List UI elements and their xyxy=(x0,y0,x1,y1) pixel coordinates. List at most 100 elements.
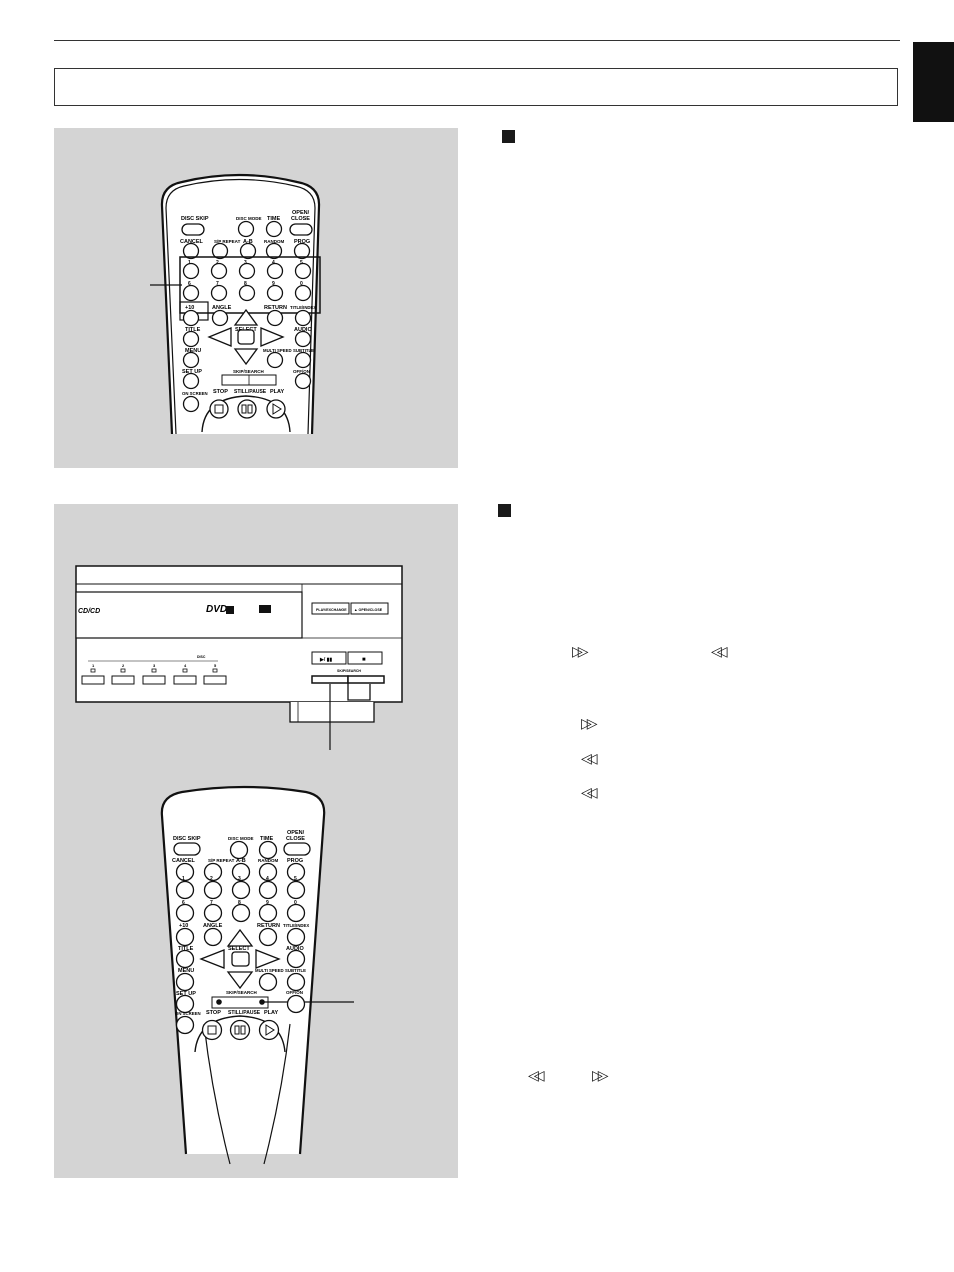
disc-3-button[interactable] xyxy=(142,675,166,685)
stop-button[interactable] xyxy=(209,399,229,419)
digit-4-button[interactable] xyxy=(258,880,278,900)
digit-8-button[interactable] xyxy=(238,284,256,302)
menu-label: MENU xyxy=(185,348,201,354)
disc-4-button[interactable] xyxy=(173,675,197,685)
digit-0-button[interactable] xyxy=(294,284,312,302)
play-button[interactable] xyxy=(258,1019,280,1041)
a-b-button[interactable] xyxy=(231,862,251,882)
set-up-button[interactable] xyxy=(182,372,200,390)
disc-skip-button[interactable] xyxy=(173,842,201,856)
plus10-button[interactable] xyxy=(175,927,195,947)
still-pause-label-player: ▶/ ▮▮ xyxy=(319,657,332,663)
title-index-button[interactable] xyxy=(286,927,306,947)
digit-3-button[interactable] xyxy=(238,262,256,280)
disc-2-button[interactable] xyxy=(111,675,135,685)
digit-1-button[interactable] xyxy=(182,262,200,280)
digit-4-button[interactable] xyxy=(266,262,284,280)
time-button[interactable] xyxy=(258,840,278,860)
menu-button[interactable] xyxy=(182,351,200,369)
cursor-right-button[interactable] xyxy=(260,327,285,347)
digit-2-button[interactable] xyxy=(203,880,223,900)
disc-mode-button[interactable] xyxy=(229,840,249,860)
digit-6-button[interactable] xyxy=(182,284,200,302)
return-label: RETURN xyxy=(264,305,287,311)
select-button[interactable] xyxy=(237,329,255,345)
off-on-button[interactable] xyxy=(286,994,306,1014)
cursor-up-button[interactable] xyxy=(233,308,259,326)
on-screen-button[interactable] xyxy=(175,1015,195,1035)
on-screen-button[interactable] xyxy=(182,395,200,413)
digit-9-button[interactable] xyxy=(258,903,278,923)
subtitle-button[interactable] xyxy=(286,972,306,992)
time-button[interactable] xyxy=(265,220,283,238)
off-on-button[interactable] xyxy=(294,372,312,390)
digit-2-button[interactable] xyxy=(210,262,228,280)
title-index-button[interactable] xyxy=(294,309,312,327)
skip-back-button-player[interactable] xyxy=(311,675,349,684)
play-button[interactable] xyxy=(266,399,286,419)
disc-mode-button[interactable] xyxy=(237,220,255,238)
digit-6-button[interactable] xyxy=(175,903,195,923)
cursor-left-button[interactable] xyxy=(199,949,225,969)
angle-label: ANGLE xyxy=(212,305,232,311)
title-button[interactable] xyxy=(175,949,195,969)
digit-0-button[interactable] xyxy=(286,903,306,923)
cursor-down-button[interactable] xyxy=(226,971,254,990)
disc-number-label: 5 xyxy=(214,663,217,668)
multi-speed-button[interactable] xyxy=(258,972,278,992)
stop-button[interactable] xyxy=(201,1019,223,1041)
angle-button[interactable] xyxy=(203,927,223,947)
disc-indicator xyxy=(151,668,157,673)
on-screen-label: ON SCREEN xyxy=(175,1011,201,1016)
play-label: PLAY xyxy=(270,389,284,395)
disc-skip-button[interactable] xyxy=(181,223,205,236)
number-pad-highlight xyxy=(179,256,321,314)
sp-repeat-button[interactable] xyxy=(203,862,223,882)
digit-1-button[interactable] xyxy=(175,880,195,900)
still-pause-button[interactable] xyxy=(229,1019,251,1041)
digit-5-button[interactable] xyxy=(286,880,306,900)
disc-5-button[interactable] xyxy=(203,675,227,685)
menu-button[interactable] xyxy=(175,972,195,992)
open-close-button[interactable] xyxy=(289,223,313,236)
stop-button-player[interactable] xyxy=(347,651,383,665)
plus10-button[interactable] xyxy=(182,309,200,327)
still-pause-button-player[interactable] xyxy=(311,651,347,665)
return-button[interactable] xyxy=(266,309,284,327)
disc-1-button[interactable] xyxy=(81,675,105,685)
set-up-button[interactable] xyxy=(175,994,195,1014)
cursor-down-button[interactable] xyxy=(233,348,259,366)
open-close-button-player[interactable] xyxy=(350,602,389,615)
digit-9-button[interactable] xyxy=(266,284,284,302)
digit-label: 8 xyxy=(238,900,241,906)
digit-5-button[interactable] xyxy=(294,262,312,280)
angle-button[interactable] xyxy=(211,309,229,327)
play-exchange-button[interactable] xyxy=(311,602,350,615)
cursor-left-button[interactable] xyxy=(207,327,232,347)
digit-7-button[interactable] xyxy=(203,903,223,923)
audio-button[interactable] xyxy=(294,330,312,348)
skip-search-label: SKIP/SEARCH xyxy=(233,369,264,374)
cancel-button[interactable] xyxy=(175,862,195,882)
cursor-right-button[interactable] xyxy=(255,949,281,969)
digit-8-button[interactable] xyxy=(231,903,251,923)
subtitle-button[interactable] xyxy=(294,351,312,369)
select-button[interactable] xyxy=(231,951,250,967)
return-button[interactable] xyxy=(258,927,278,947)
subtitle-label: SUBTITLE xyxy=(285,968,306,973)
digit-3-button[interactable] xyxy=(231,880,251,900)
disc-mode-label: DISC MODE xyxy=(236,216,262,221)
skip-forward-button-player[interactable] xyxy=(347,675,385,684)
cursor-up-button[interactable] xyxy=(226,928,254,947)
digit-7-button[interactable] xyxy=(210,284,228,302)
audio-button[interactable] xyxy=(286,949,306,969)
open-close-button[interactable] xyxy=(283,842,311,856)
audio-label: AUDIO xyxy=(294,327,312,333)
still-pause-label: STILL/PAUSE xyxy=(234,389,267,395)
stop-label: STOP xyxy=(206,1010,221,1016)
still-pause-button[interactable] xyxy=(237,399,257,419)
title-button[interactable] xyxy=(182,330,200,348)
section-marker-1 xyxy=(502,130,515,143)
multi-speed-button[interactable] xyxy=(266,351,284,369)
language-tab xyxy=(913,42,954,122)
